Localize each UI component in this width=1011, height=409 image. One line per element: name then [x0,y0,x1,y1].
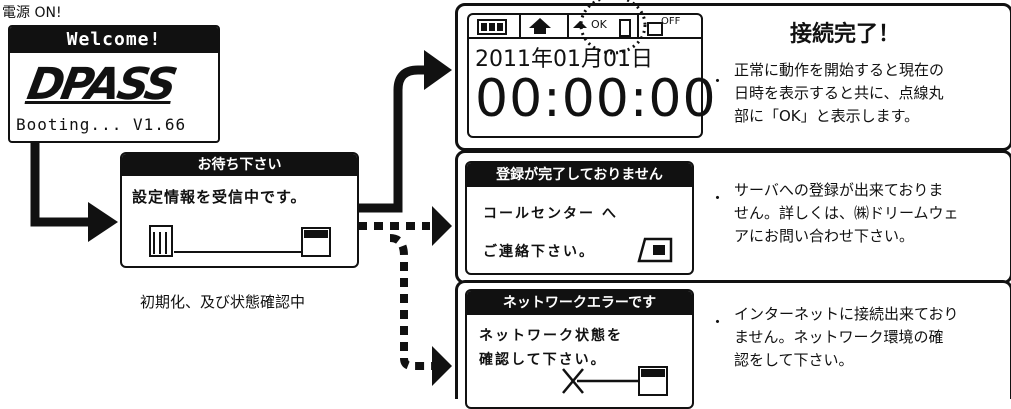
ok-indicator: OK [591,18,607,31]
unregistered-screen: 登録が完了しておりません コールセンター へ ご連絡下さい。 [465,161,694,275]
bar-icon [647,22,663,36]
waiting-header: お待ち下さい [122,154,357,176]
waiting-caption: 初期化、及び状態確認中 [140,293,306,311]
flow-arrows [30,50,452,386]
unregistered-panel: 登録が完了しておりません コールセンター へ ご連絡下さい。 ・ サーバへの登録… [455,150,1011,284]
home-small-icon [573,21,587,28]
signal-icon [619,19,631,37]
network-error-desc-1: インターネットに接続出来ており [734,305,959,323]
arrow-waiting-to-complete [358,65,426,213]
ok-highlight-circle [579,0,647,55]
network-error-line-1: ネットワーク状態を [479,328,623,344]
dpass-logo: DPASS [23,59,179,110]
arrowhead-complete [424,50,452,90]
network-error-line-2: 確認して下さい。 [479,352,607,368]
arrowhead-unregistered [432,206,452,246]
complete-screen: OK OFF 2011年01月01日 00:00:00 [467,0,716,138]
off-indicator: OFF [661,16,681,27]
arrow-boot-to-waiting [30,142,92,227]
fax-line-illustration [149,225,331,257]
network-error-panel: ネットワークエラーです ネットワーク状態を 確認して下さい。 ・ インターネット… [455,280,1011,409]
waiting-screen: お待ち下さい 設定情報を受信中です。 [120,152,359,268]
battery-icon [477,19,507,35]
complete-panel: OK OFF 2011年01月01日 00:00:00 接続完了！ ・ 正常に動… [455,0,1011,151]
unregistered-line-1: コールセンター へ [483,206,618,222]
complete-desc-3: 部に「OK」と表示します。 [734,107,920,125]
network-error-desc-3: 認をして下さい。 [734,351,854,369]
current-date: 2011年01月01日 [475,47,653,72]
arrowhead-waiting [88,202,118,242]
arrowhead-neterror [432,346,452,386]
complete-desc-1: 正常に動作を開始すると現在の [734,61,945,79]
complete-title: 接続完了！ [790,22,901,47]
unregistered-desc-1: サーバへの登録が出来ておりま [734,181,944,199]
network-error-screen: ネットワークエラーです ネットワーク状態を 確認して下さい。 [465,289,694,409]
complete-desc-2: 日時を表示すると共に、点線丸 [734,84,944,102]
current-time: 00:00:00 [475,69,717,129]
boot-screen: Welcome! DPASS Booting... V1.66 [8,25,220,143]
boot-status: Booting... V1.66 [16,115,187,134]
waiting-message: 設定情報を受信中です。 [132,188,307,206]
power-on-label: 電源 ON! [2,5,62,21]
home-icon [529,18,551,28]
network-error-desc-2: ません。ネットワーク環境の確 [734,328,944,346]
network-error-header: ネットワークエラーです [467,291,692,315]
unregistered-bullet: ・ [710,189,726,207]
unregistered-desc-3: アにお問い合わせ下さい。 [734,227,915,245]
unregistered-header: 登録が完了しておりません [467,163,692,187]
arrow-waiting-to-neterror [389,234,432,370]
unregistered-line-2: ご連絡下さい。 [483,244,595,260]
complete-bullet: ・ [710,72,726,90]
phone-icon [637,237,673,263]
disconnected-illustration [562,366,668,396]
status-icon-row: OK OFF [469,15,701,39]
welcome-banner: Welcome! [10,27,218,53]
unregistered-desc-2: せん。詳しくは、㈱ドリームウェ [734,204,959,222]
network-error-bullet: ・ [710,313,726,331]
